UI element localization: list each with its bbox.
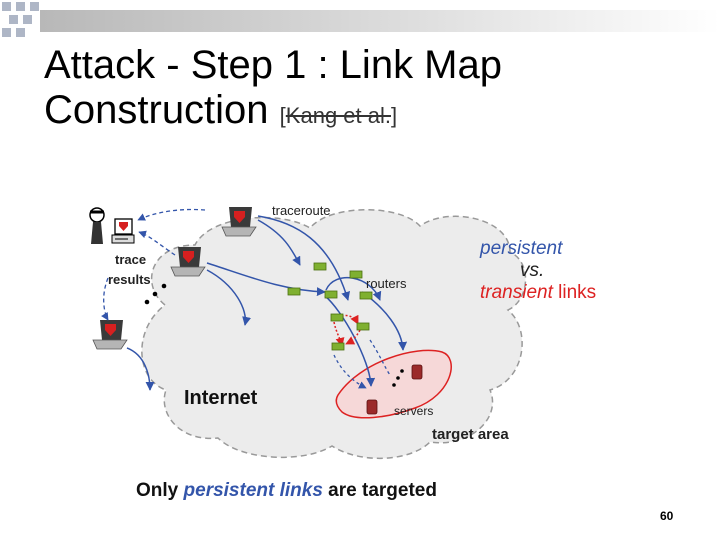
transient-link bbox=[337, 314, 359, 325]
command-arrow bbox=[137, 208, 206, 221]
slide-title: Attack - Step 1 : Link Map Construction … bbox=[44, 43, 502, 138]
router-icon bbox=[356, 322, 370, 331]
traceroute-path bbox=[126, 347, 155, 391]
target-area-label: target area bbox=[432, 426, 509, 443]
server-icon bbox=[411, 364, 423, 380]
router-icon bbox=[287, 287, 301, 296]
title-bar-gradient bbox=[40, 10, 720, 32]
deco-square bbox=[16, 28, 25, 37]
caption-emphasis: persistent links bbox=[183, 480, 323, 501]
citation-close: ] bbox=[390, 103, 398, 128]
router-icon bbox=[330, 313, 344, 322]
trace-results-label: results bbox=[108, 272, 151, 287]
slide-number: 60 bbox=[660, 509, 674, 523]
traceroute-path bbox=[257, 219, 301, 266]
router-icon bbox=[349, 270, 363, 279]
persistent-label: persistent bbox=[479, 238, 563, 259]
router-icon bbox=[359, 291, 373, 300]
caption-prefix: Only bbox=[136, 480, 184, 501]
deco-square bbox=[2, 28, 11, 37]
transient-link bbox=[333, 321, 345, 347]
title-line-1: Attack - Step 1 : Link Map bbox=[44, 43, 502, 87]
traceroute-path bbox=[206, 269, 251, 326]
caption-suffix: are targeted bbox=[323, 480, 437, 501]
link-map-diagram: traceroute trace results routers Interne… bbox=[89, 203, 596, 501]
links-word: links bbox=[553, 282, 596, 303]
traceroute-path bbox=[257, 215, 350, 301]
router-icon bbox=[324, 290, 338, 299]
deco-square bbox=[9, 15, 18, 24]
traceroute-label: traceroute bbox=[272, 203, 331, 218]
laptop-icon bbox=[221, 207, 257, 237]
traceroute-path bbox=[333, 354, 367, 389]
caption: Only persistent links are targeted bbox=[136, 480, 437, 501]
traceroute-path bbox=[369, 339, 391, 376]
servers-label: servers bbox=[394, 404, 433, 418]
title-line-2: Construction bbox=[44, 88, 280, 132]
trace-results-label: trace bbox=[115, 252, 146, 267]
citation-text: Kang et al. bbox=[285, 103, 391, 128]
ellipsis-dots bbox=[392, 369, 404, 387]
transient-links-label: transient links bbox=[480, 282, 596, 303]
citation-open: [ bbox=[279, 103, 286, 128]
transient-word: transient bbox=[480, 282, 554, 303]
router-icon bbox=[313, 262, 327, 271]
traceroute-path bbox=[206, 262, 326, 297]
deco-square bbox=[16, 2, 25, 11]
deco-square bbox=[2, 2, 11, 11]
routers-label: routers bbox=[366, 276, 407, 291]
citation: [Kang et al.] bbox=[280, 103, 397, 128]
command-arrow bbox=[138, 230, 176, 256]
vs-label: vs. bbox=[520, 260, 544, 281]
deco-square bbox=[30, 2, 39, 11]
laptop-icon bbox=[92, 320, 128, 350]
deco-square bbox=[23, 15, 32, 24]
router-icon bbox=[331, 342, 345, 351]
internet-label: Internet bbox=[184, 387, 258, 409]
attacker-icon bbox=[89, 207, 135, 244]
ellipsis-dots bbox=[144, 283, 167, 305]
corner-squares-decoration bbox=[2, 2, 39, 37]
server-icon bbox=[366, 399, 378, 415]
laptop-icon bbox=[170, 247, 206, 277]
